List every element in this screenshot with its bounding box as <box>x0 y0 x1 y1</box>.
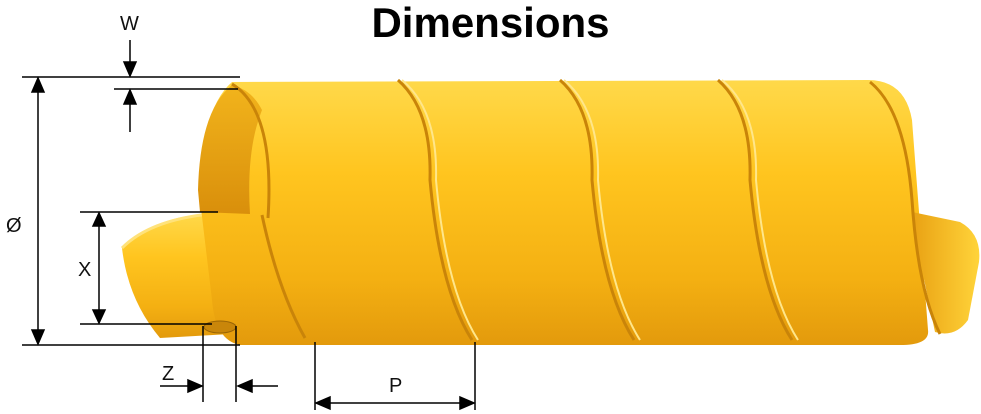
right-band-end <box>912 212 980 334</box>
label-x: X <box>78 259 91 281</box>
label-diameter: Ø <box>6 215 22 237</box>
label-p: P <box>389 375 402 397</box>
wrap-hole <box>203 320 237 334</box>
dimension-lines <box>22 40 476 411</box>
label-z: Z <box>162 363 174 385</box>
diagram-title: Dimensions <box>371 0 610 46</box>
tube-body <box>198 80 929 345</box>
label-w: W <box>120 13 139 35</box>
helix-seams <box>231 78 942 341</box>
